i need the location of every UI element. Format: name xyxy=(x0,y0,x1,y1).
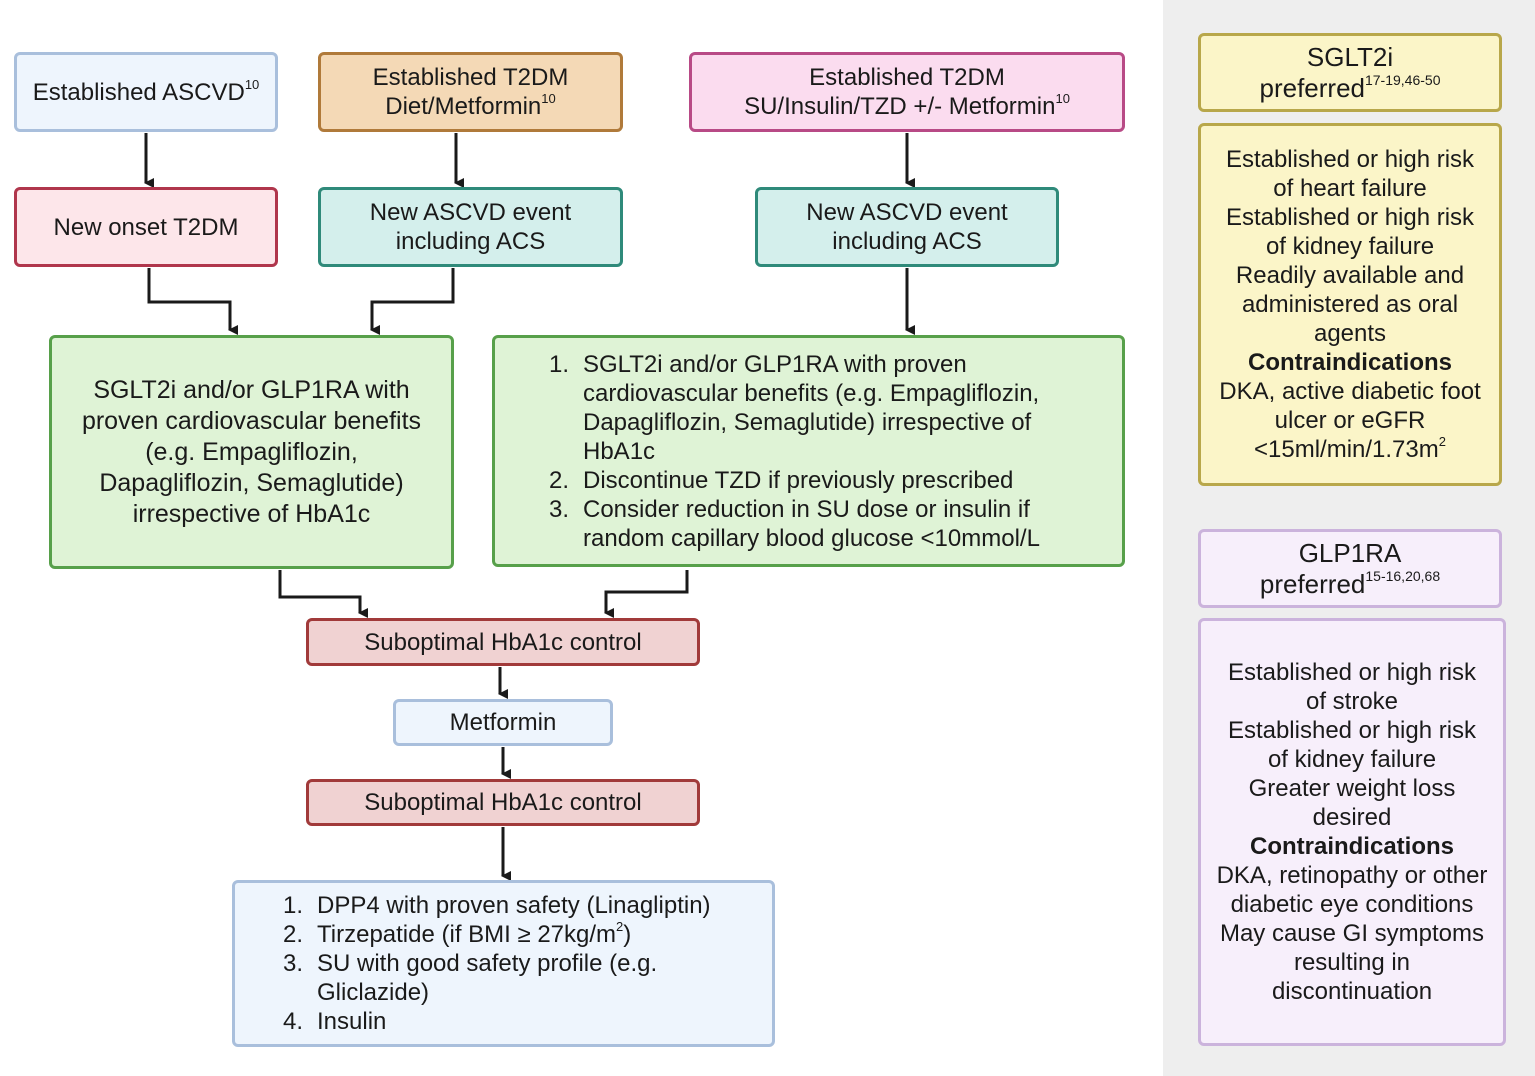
new-ascvd-event-label: New ASCVD event including ACS xyxy=(806,199,1008,255)
list-text: SU with good safety profile (e.g. Glicla… xyxy=(317,950,658,1006)
established-t2dm-su-insulin-box: Established T2DM SU/Insulin/TZD +/- Metf… xyxy=(689,52,1125,132)
reference-superscript: 15-16,20,68 xyxy=(1365,567,1441,584)
established-ascvd-label: Established ASCVD xyxy=(32,78,245,106)
box-line: SU/Insulin/TZD +/- Metformin xyxy=(744,93,1056,120)
list-number: 2. xyxy=(549,466,570,494)
treatment-left-box: SGLT2i and/or GLP1RA with proven cardiov… xyxy=(49,335,454,569)
criteria-item: Established or high risk of kidney failu… xyxy=(1225,204,1475,260)
box-line: Established T2DM xyxy=(372,64,569,91)
box-line: Diet/Metformin xyxy=(385,93,542,120)
glp1ra-criteria-box: Established or high risk of stroke Estab… xyxy=(1198,618,1506,1046)
suboptimal-hba1c-label: Suboptimal HbA1c control xyxy=(364,789,642,816)
list-text: DPP4 with proven safety (Linagliptin) xyxy=(317,892,711,919)
criteria-item: Readily available and administered as or… xyxy=(1235,262,1465,347)
suboptimal-hba1c-label: Suboptimal HbA1c control xyxy=(364,628,642,656)
metformin-box: Metformin xyxy=(393,699,613,746)
panel-title-line: GLP1RA xyxy=(1298,537,1402,568)
box-line: Established T2DM xyxy=(809,64,1005,91)
sglt2i-preferred-title-box: SGLT2i preferred17-19,46-50 xyxy=(1198,33,1502,112)
arrow-treatment-right-to-suboptimal xyxy=(604,570,689,618)
list-item: 3. Consider reduction in SU dose or insul… xyxy=(549,495,1102,553)
treatment-right-box: 1. SGLT2i and/or GLP1RA with proven cardi… xyxy=(492,335,1125,567)
reference-superscript: 10 xyxy=(541,91,556,106)
contraindications-heading: Contraindications xyxy=(1249,833,1454,860)
list-number: 3. xyxy=(549,495,570,523)
list-text: SGLT2i and/or GLP1RA with proven cardiov… xyxy=(583,350,1040,465)
list-item: 1. DPP4 with proven safety (Linagliptin) xyxy=(283,891,752,920)
treatment-left-text: SGLT2i and/or GLP1RA with proven cardiov… xyxy=(81,375,422,528)
list-item: 2. Discontinue TZD if previously prescrib… xyxy=(549,466,1102,495)
list-text: Insulin xyxy=(317,1008,387,1035)
established-t2dm-diet-metformin-box: Established T2DM Diet/Metformin10 xyxy=(318,52,623,132)
list-item: 4. Insulin xyxy=(283,1007,752,1036)
criteria-item: Established or high risk of kidney failu… xyxy=(1227,717,1477,773)
list-number: 1. xyxy=(549,350,570,378)
list-text: Consider reduction in SU dose or insulin… xyxy=(583,495,1040,552)
treatment-right-list: 1. SGLT2i and/or GLP1RA with proven cardi… xyxy=(549,350,1102,553)
panel-title-line: SGLT2i xyxy=(1306,41,1394,72)
arrow-event-left-to-treatment xyxy=(370,268,455,335)
new-ascvd-event-right-box: New ASCVD event including ACS xyxy=(755,187,1059,267)
final-options-box: 1.DPP4 with proven safety (Linagliptin) … xyxy=(232,880,775,1047)
established-ascvd-box: Established ASCVD10 xyxy=(14,52,278,132)
suboptimal-hba1c-box-2: Suboptimal HbA1c control xyxy=(306,779,700,826)
panel-title-line: preferred xyxy=(1259,72,1365,103)
contraindication-item: May cause GI symptoms resulting in disco… xyxy=(1219,920,1485,1005)
list-number: 1. xyxy=(283,892,304,919)
contraindication-item: DKA, retinopathy or other diabetic eye c… xyxy=(1216,862,1488,918)
list-text: Discontinue TZD if previously prescribed xyxy=(583,466,1014,494)
criteria-item: Greater weight loss desired xyxy=(1248,775,1456,831)
list-item: 2. Tirzepatide (if BMI ≥ 27kg/m2) xyxy=(283,920,752,949)
list-text: ) xyxy=(623,921,632,948)
arrow-treatment-left-to-suboptimal xyxy=(278,570,368,618)
new-onset-label: New onset T2DM xyxy=(53,213,239,241)
arrow-new-onset-to-treatment xyxy=(147,268,238,335)
list-item: 1. SGLT2i and/or GLP1RA with proven cardi… xyxy=(549,350,1102,466)
criteria-item: Established or high risk of stroke xyxy=(1227,659,1477,715)
list-text: Tirzepatide (if BMI ≥ 27kg/m xyxy=(317,921,617,948)
reference-superscript: 10 xyxy=(244,76,260,92)
new-ascvd-event-left-box: New ASCVD event including ACS xyxy=(318,187,623,267)
contraindications-heading: Contraindications xyxy=(1247,349,1452,376)
new-ascvd-event-label: New ASCVD event including ACS xyxy=(369,199,572,255)
superscript: 2 xyxy=(616,919,624,934)
list-item: 3. SU with good safety profile (e.g. Glic… xyxy=(283,949,752,1007)
glp1ra-preferred-title-box: GLP1RA preferred15-16,20,68 xyxy=(1198,529,1502,608)
reference-superscript: 17-19,46-50 xyxy=(1364,71,1441,88)
final-options-list: 1.DPP4 with proven safety (Linagliptin) … xyxy=(283,891,752,1036)
panel-title-line: preferred xyxy=(1259,568,1366,599)
list-number: 4. xyxy=(283,1008,304,1035)
list-number: 3. xyxy=(283,950,304,977)
reference-superscript: 10 xyxy=(1055,91,1070,106)
criteria-item: Established or high risk of heart failur… xyxy=(1225,146,1475,202)
suboptimal-hba1c-box-1: Suboptimal HbA1c control xyxy=(306,618,700,666)
sglt2i-criteria-box: Established or high risk of heart failur… xyxy=(1198,123,1502,486)
superscript: 2 xyxy=(1438,434,1446,449)
list-number: 2. xyxy=(283,921,304,948)
contraindication-item: DKA, active diabetic foot ulcer or eGFR … xyxy=(1219,378,1481,463)
new-onset-t2dm-box: New onset T2DM xyxy=(14,187,278,267)
metformin-label: Metformin xyxy=(449,709,557,736)
